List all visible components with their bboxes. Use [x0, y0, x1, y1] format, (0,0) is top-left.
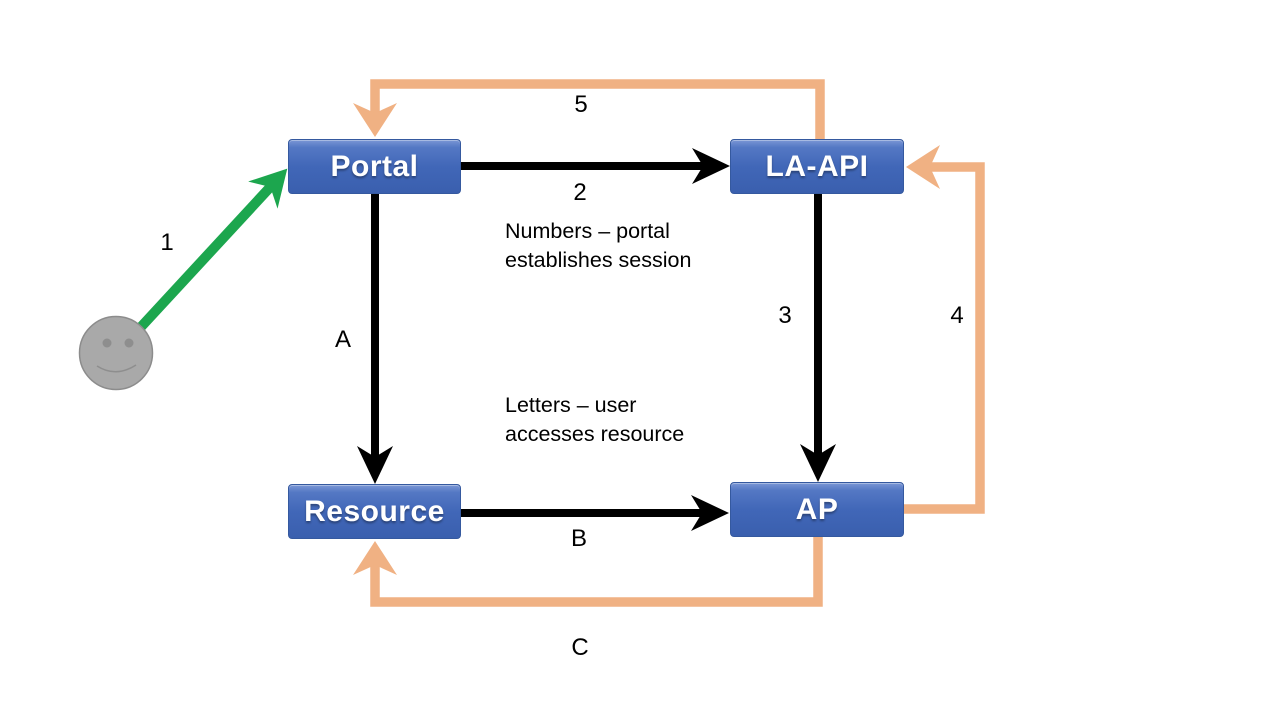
edge-label-4: 4 — [950, 302, 964, 329]
node-portal: Portal — [288, 139, 461, 194]
smiley-face-icon — [78, 315, 154, 391]
arrow-5-laapi-to-portal — [353, 79, 825, 139]
annotation-letters-line1: Letters – user — [505, 393, 637, 417]
edge-label-3: 3 — [778, 302, 792, 329]
arrow-c-ap-to-resource — [353, 537, 823, 607]
edge-label-2: 2 — [573, 179, 587, 206]
node-resource-label: Resource — [304, 494, 445, 528]
arrow-4-ap-to-laapi — [904, 145, 985, 514]
node-ap: AP — [730, 482, 904, 537]
annotation-letters-line2: accesses resource — [505, 422, 685, 446]
edge-label-c: C — [571, 634, 589, 661]
annotation-numbers-line2: establishes session — [505, 248, 692, 272]
node-portal-label: Portal — [330, 149, 419, 183]
annotation-numbers-line1: Numbers – portal — [505, 219, 670, 243]
annotation-numbers: Numbers – portal establishes session — [505, 217, 691, 275]
edge-label-b: B — [570, 525, 588, 552]
arrow-1-user-to-portal — [136, 168, 288, 332]
node-ap-label: AP — [795, 492, 839, 526]
edge-label-5: 5 — [574, 91, 588, 118]
edge-label-1: 1 — [160, 229, 174, 256]
node-la-api-label: LA-API — [765, 149, 869, 183]
node-la-api: LA-API — [730, 139, 904, 194]
annotation-letters: Letters – user accesses resource — [505, 391, 684, 449]
edge-label-a: A — [334, 326, 352, 353]
node-resource: Resource — [288, 484, 461, 539]
